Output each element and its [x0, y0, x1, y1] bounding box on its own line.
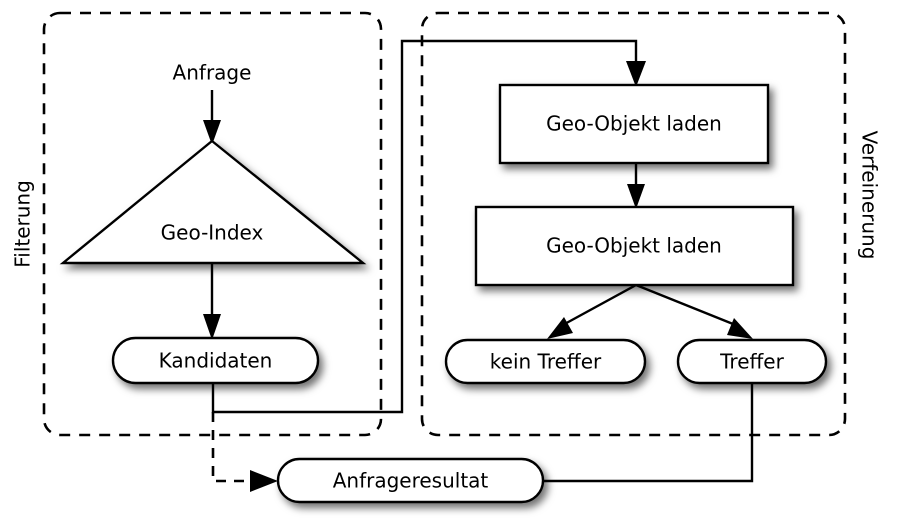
edge-treffer-to-anfrageresultat	[543, 383, 754, 483]
group-verfeinerung-box	[420, 11, 847, 437]
edge-geo-index-to-kandidaten	[203, 263, 221, 340]
node-geo-objekt-laden-2-label: Geo-Objekt laden	[546, 234, 722, 258]
edge-geo-objekt-laden-1-to-geo-objekt-laden-2	[627, 163, 645, 209]
node-kein-treffer-label: kein Treffer	[490, 350, 602, 374]
node-kandidaten-label: Kandidaten	[159, 349, 273, 373]
group-filterung: Filterung	[11, 11, 383, 437]
edge-kandidaten-to-geo-objekt-laden-1	[211, 39, 646, 414]
node-geo-objekt-laden-2: Geo-Objekt laden	[474, 205, 795, 287]
edge-kandidaten-to-anfrageresultat	[211, 412, 278, 492]
edge-geo-objekt-laden-2-to-treffer	[635, 283, 753, 339]
group-verfeinerung: Verfeinerung	[420, 11, 882, 437]
node-anfrageresultat: Anfrageresultat	[276, 457, 545, 504]
group-filterung-label: Filterung	[11, 180, 35, 268]
group-filterung-box	[42, 11, 383, 437]
node-anfrageresultat-label: Anfrageresultat	[333, 469, 489, 493]
edge-geo-objekt-laden-2-to-kein-treffer	[547, 283, 637, 339]
node-anfrage: Anfrage	[173, 61, 252, 85]
node-treffer: Treffer	[676, 338, 828, 385]
node-kandidaten: Kandidaten	[111, 336, 320, 385]
node-geo-objekt-laden-1: Geo-Objekt laden	[498, 83, 770, 165]
node-treffer-label: Treffer	[719, 350, 784, 374]
node-geo-objekt-laden-1-label: Geo-Objekt laden	[546, 112, 722, 136]
node-geo-index: Geo-Index	[59, 139, 367, 265]
edge-anfrage-to-geo-index	[203, 90, 221, 145]
node-geo-index-label: Geo-Index	[161, 221, 264, 245]
group-verfeinerung-label: Verfeinerung	[858, 131, 882, 260]
node-kein-treffer: kein Treffer	[444, 338, 647, 385]
